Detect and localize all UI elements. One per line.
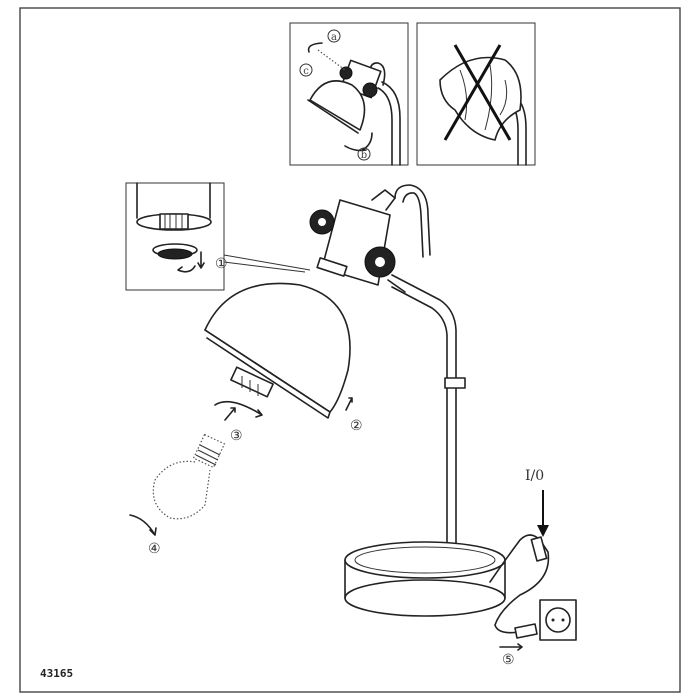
knob-icon <box>339 66 353 80</box>
wall-socket-icon <box>539 599 577 641</box>
inline-switch <box>530 536 548 562</box>
page-border <box>19 7 681 693</box>
label-b: b <box>361 150 367 161</box>
step-5-label: ⑤ <box>502 652 515 668</box>
step-1-label: ① <box>215 256 228 272</box>
power-cord <box>489 534 550 639</box>
knob-icon <box>362 82 378 98</box>
plug-icon <box>514 623 538 639</box>
step-2-label: ② <box>350 418 363 434</box>
label-c: c <box>303 66 309 77</box>
inset-ring-detail <box>125 182 311 291</box>
cross-icon <box>453 44 512 141</box>
lamp-base <box>344 541 506 617</box>
inset-adjust-shade: a c b <box>289 22 409 166</box>
label-a: a <box>331 32 337 43</box>
lamp-head <box>309 189 396 286</box>
light-bulb-icon <box>152 433 226 520</box>
lamp-shade <box>204 282 351 419</box>
step-4-label: ④ <box>148 541 161 557</box>
model-number: 43165 <box>40 667 73 680</box>
inset-do-not-cover-warning <box>416 22 536 166</box>
step-3-label: ③ <box>230 428 243 444</box>
lamp-arm <box>387 184 466 561</box>
switch-label: I/0 <box>525 468 544 484</box>
